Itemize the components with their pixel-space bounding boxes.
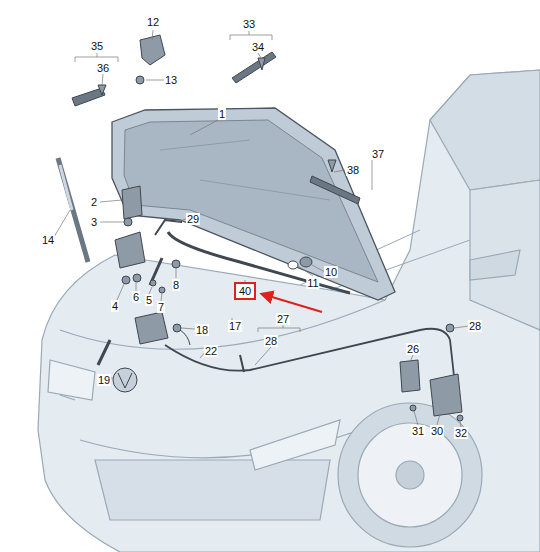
callout-number: 14 (41, 234, 55, 246)
callout-number: 22 (204, 345, 218, 357)
pointer-arrow (262, 294, 322, 312)
callout-number: 27 (276, 313, 290, 325)
highlighted-callout: 40 (234, 282, 256, 300)
callout-number: 28 (468, 320, 482, 332)
callout-number: 3 (90, 216, 98, 228)
callout-number: 1 (218, 108, 226, 120)
callout-number: 37 (371, 148, 385, 160)
callout-number: 6 (132, 291, 140, 303)
callout-number: 7 (157, 301, 165, 313)
callout-number: 33 (242, 18, 256, 30)
car-body (38, 70, 540, 552)
callout-number: 29 (186, 213, 200, 225)
callout-number: 17 (228, 320, 242, 332)
callout-number: 30 (430, 425, 444, 437)
hood (112, 108, 395, 300)
callout-number: 8 (172, 279, 180, 291)
callout-number: 36 (96, 62, 110, 74)
callout-number: 28 (264, 335, 278, 347)
leader-lines (54, 30, 469, 427)
callout-number: 38 (346, 164, 360, 176)
callout-number: 4 (111, 300, 119, 312)
callout-number: 34 (251, 41, 265, 53)
callout-number: 13 (164, 74, 178, 86)
callout-number: 5 (145, 294, 153, 306)
callout-number: 18 (195, 324, 209, 336)
callout-number: 26 (406, 343, 420, 355)
callout-number: 12 (146, 16, 160, 28)
callout-number: 2 (90, 196, 98, 208)
callout-number: 31 (411, 425, 425, 437)
callout-number: 32 (454, 427, 468, 439)
callout-number: 19 (97, 374, 111, 386)
callout-number: 11 (306, 277, 319, 289)
callout-number: 10 (324, 266, 338, 278)
callout-number: 35 (90, 40, 104, 52)
hood-parts (58, 35, 463, 421)
callout-number: 40 (236, 284, 254, 298)
